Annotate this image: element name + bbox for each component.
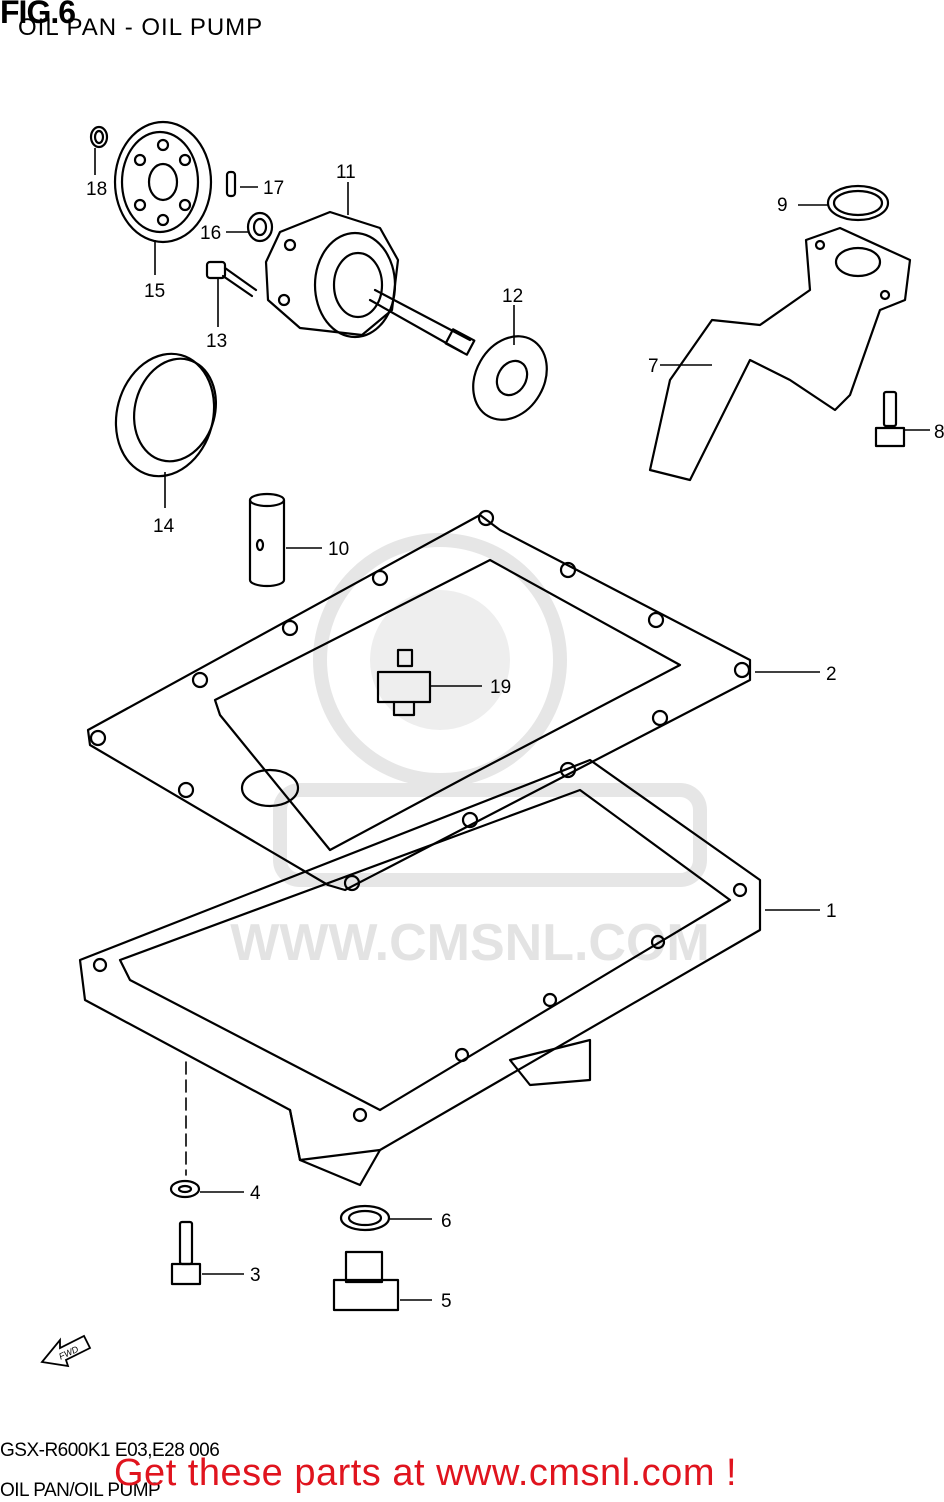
watermark: WWW.CMSNL.COM <box>230 533 710 972</box>
part-19-oil-pressure-switch <box>376 648 432 717</box>
part-16-washer <box>246 211 274 243</box>
part-11-oil-pump <box>264 210 476 356</box>
callout-10: 10 <box>328 539 349 560</box>
callout-13: 13 <box>206 331 227 352</box>
callout-9: 9 <box>777 195 788 216</box>
callout-5: 5 <box>441 1291 452 1312</box>
callout-labels: 1 2 3 4 5 6 7 8 9 10 11 12 13 14 15 16 1… <box>86 162 944 1312</box>
part-7-oil-strainer <box>648 226 912 482</box>
part-2-gasket <box>86 509 752 892</box>
watermark-text: WWW.CMSNL.COM <box>230 914 709 972</box>
callout-11: 11 <box>336 162 356 183</box>
figure-label: FIG.6 <box>0 0 76 30</box>
part-17-dowel-pin <box>225 170 237 198</box>
callout-15: 15 <box>144 281 165 302</box>
callout-6: 6 <box>441 1211 452 1232</box>
part-4-washer <box>169 1179 201 1199</box>
part-14-gear <box>114 352 218 478</box>
part-15-sprocket <box>113 120 213 244</box>
leader-lines <box>94 148 930 1301</box>
model-code: GSX-R600K1 E03,E28 006 <box>0 1440 220 1461</box>
part-18-oring <box>89 125 109 149</box>
part-8-bolt <box>874 390 906 448</box>
fwd-arrow-icon: FWD <box>40 1334 92 1368</box>
part-6-gasket <box>339 1204 391 1232</box>
part-1-oil-pan <box>78 758 762 1187</box>
part-13-bolt <box>205 260 258 298</box>
part-5-drain-plug <box>332 1250 400 1312</box>
part-3-bolt <box>170 1220 202 1286</box>
part-12-gasket <box>472 335 548 421</box>
callout-7: 7 <box>648 356 659 377</box>
diagram-title: OIL PAN - OIL PUMP <box>18 14 264 41</box>
diagram-name: OIL PAN/OIL PUMP <box>0 1480 161 1501</box>
callout-1: 1 <box>826 901 837 922</box>
callout-16: 16 <box>200 223 221 244</box>
promo-link[interactable]: Get these parts at www.cmsnl.com ! <box>114 1452 738 1494</box>
callout-4: 4 <box>250 1183 261 1204</box>
part-9-oring <box>826 184 890 222</box>
callout-3: 3 <box>250 1265 261 1286</box>
callout-12: 12 <box>502 286 523 307</box>
callout-19: 19 <box>490 677 511 698</box>
part-10-dowel <box>248 492 286 588</box>
callout-8: 8 <box>934 422 944 443</box>
callout-2: 2 <box>826 664 837 685</box>
callout-17: 17 <box>263 178 284 199</box>
callout-14: 14 <box>153 516 175 537</box>
callout-18: 18 <box>86 179 107 200</box>
